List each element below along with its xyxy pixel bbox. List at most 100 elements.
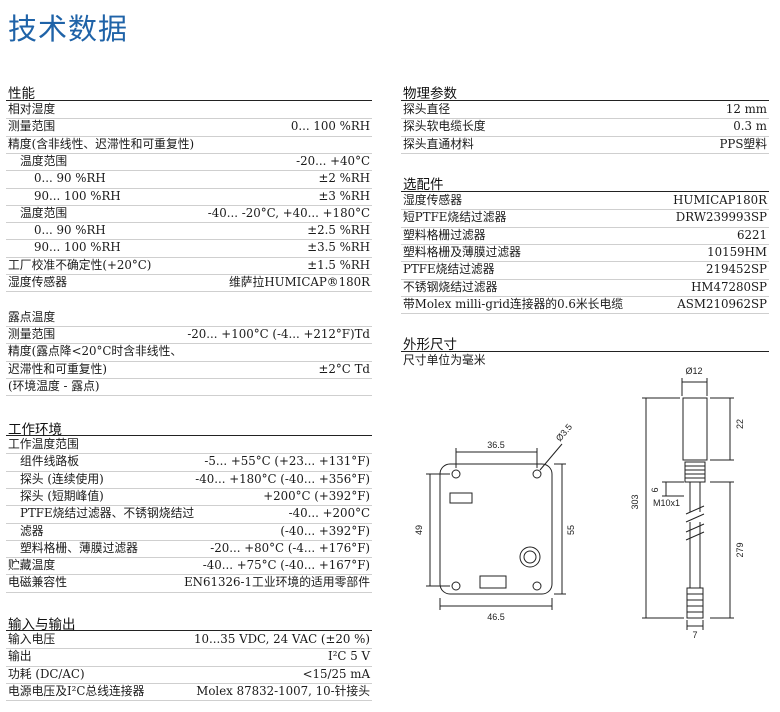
- connector: [449, 492, 473, 504]
- row-label: 迟滞性和可重复性): [8, 361, 107, 376]
- dim-board-height: 49: [414, 525, 424, 535]
- row-value: ±2.5 %RH: [307, 223, 370, 238]
- row-label: 湿度传感器: [8, 275, 67, 289]
- row-divider: [401, 209, 769, 211]
- row-label: 电源电压及I²C总线连接器: [8, 683, 145, 698]
- table-row: 精度(露点降<20°C时含非线性、: [8, 343, 370, 360]
- table-row: 0... 90 %RH ±2.5 %RH: [8, 222, 370, 239]
- row-divider: [6, 187, 372, 189]
- row-value: HM47280SP: [691, 279, 767, 294]
- row-divider: [6, 700, 372, 702]
- row-value: -40... +180°C (-40... +356°F): [195, 471, 370, 486]
- dim-hole-spacing: 36.5: [487, 440, 505, 450]
- row-value: -5... +55°C (+23... +131°F): [204, 454, 370, 469]
- row-divider: [6, 291, 372, 293]
- row-divider: [6, 682, 372, 684]
- row-label: 塑料格栅、薄膜过滤器: [20, 540, 138, 555]
- dimensions-subtitle: 尺寸单位为毫米: [403, 353, 486, 367]
- row-value: -40... -20°C, +40... +180°C: [207, 205, 370, 220]
- row-label: 温度范围: [20, 153, 68, 168]
- row-value: <15/25 mA: [302, 666, 370, 681]
- table-row: 迟滞性和可重复性)±2°C Td: [8, 361, 370, 378]
- row-value: 0.3 m: [733, 119, 767, 134]
- row-divider: [6, 343, 372, 345]
- cable-end: [686, 587, 704, 619]
- row-label: 贮藏温度: [8, 558, 56, 573]
- row-divider: [401, 226, 769, 228]
- table-row: 温度范围 -20... +40°C: [8, 153, 370, 170]
- section-title-io: 输入与输出: [8, 617, 76, 633]
- row-label: 露点温度: [8, 309, 56, 324]
- row-value: DRW239993SP: [675, 210, 767, 225]
- row-value: 维萨拉HUMICAP®180R: [228, 275, 370, 289]
- row-divider: [6, 665, 372, 667]
- row-value: 219452SP: [705, 262, 767, 277]
- row-value: ASM210962SP: [677, 296, 767, 311]
- dim-end-len: 7: [692, 630, 697, 640]
- row-label: 精度(含非线性、迟滞性和可重复性): [8, 136, 195, 151]
- row-label: 探头 (短期峰值): [20, 488, 104, 503]
- table-row: (环境温度 - 露点): [8, 378, 370, 395]
- row-divider: [401, 135, 769, 137]
- table-row: 测量范围-20... +100°C (-4... +212°F)Td: [8, 326, 370, 343]
- table-row: 90... 100 %RH±3.5 %RH: [8, 239, 370, 256]
- row-value: (-40... +392°F): [280, 523, 370, 538]
- row-divider: [6, 256, 372, 258]
- mount-hole: [532, 469, 542, 479]
- section-rule: [6, 630, 372, 631]
- component: [479, 575, 507, 589]
- row-label: 温度范围: [20, 205, 68, 220]
- section-title-physical: 物理参数: [403, 86, 457, 102]
- table-row: 相对湿度: [8, 101, 370, 118]
- row-label: 探头直通材料: [403, 136, 474, 151]
- row-value: I²C 5 V: [328, 649, 370, 664]
- row-label: 滤器: [20, 523, 44, 538]
- row-divider: [6, 222, 372, 224]
- table-row: 组件线路板-5... +55°C (+23... +131°F): [8, 453, 370, 470]
- row-label: 探头直径: [403, 102, 451, 116]
- row-divider: [401, 261, 769, 263]
- row-value: -20... +40°C: [296, 153, 370, 168]
- row-divider: [6, 539, 372, 541]
- row-label: 精度(露点降<20°C时含非线性、: [8, 344, 183, 359]
- section-rule: [401, 100, 769, 101]
- row-value: -20... +100°C (-4... +212°F)Td: [187, 326, 370, 341]
- row-divider: [6, 522, 372, 524]
- table-row: 输入电压 10...35 VDC, 24 VAC (±20 %): [8, 631, 370, 648]
- row-divider: [6, 648, 372, 650]
- row-divider: [6, 239, 372, 241]
- row-divider: [6, 135, 372, 137]
- probe-thread: [684, 461, 706, 483]
- row-label: 0... 90 %RH: [34, 223, 106, 238]
- section-title-dimensions: 外形尺寸: [403, 337, 457, 353]
- row-label: 90... 100 %RH: [34, 188, 121, 203]
- row-label: 探头 (连续使用): [20, 471, 104, 486]
- section-rule: [401, 351, 769, 352]
- table-row: 工厂校准不确定性(+20°C)±1.5 %RH: [8, 257, 370, 274]
- section-title-environment: 工作环境: [8, 422, 62, 438]
- row-value: ±3 %RH: [318, 188, 370, 203]
- row-value: 10...35 VDC, 24 VAC (±20 %): [194, 632, 370, 646]
- dim-board-width: 46.5: [487, 612, 505, 622]
- row-divider: [6, 557, 372, 559]
- row-label: 带Molex milli-grid连接器的0.6米长电缆: [403, 296, 624, 311]
- mount-hole: [532, 581, 542, 591]
- row-label: 不锈钢烧结过滤器: [403, 279, 498, 294]
- row-divider: [6, 360, 372, 362]
- row-label: 输入电压: [8, 632, 56, 646]
- row-value: -20... +80°C (-4... +176°F): [210, 540, 370, 555]
- row-divider: [401, 313, 769, 315]
- dim-thread: M10x1: [653, 498, 680, 508]
- row-divider: [6, 170, 372, 172]
- row-label: 输出: [8, 649, 32, 664]
- table-row: [8, 291, 370, 308]
